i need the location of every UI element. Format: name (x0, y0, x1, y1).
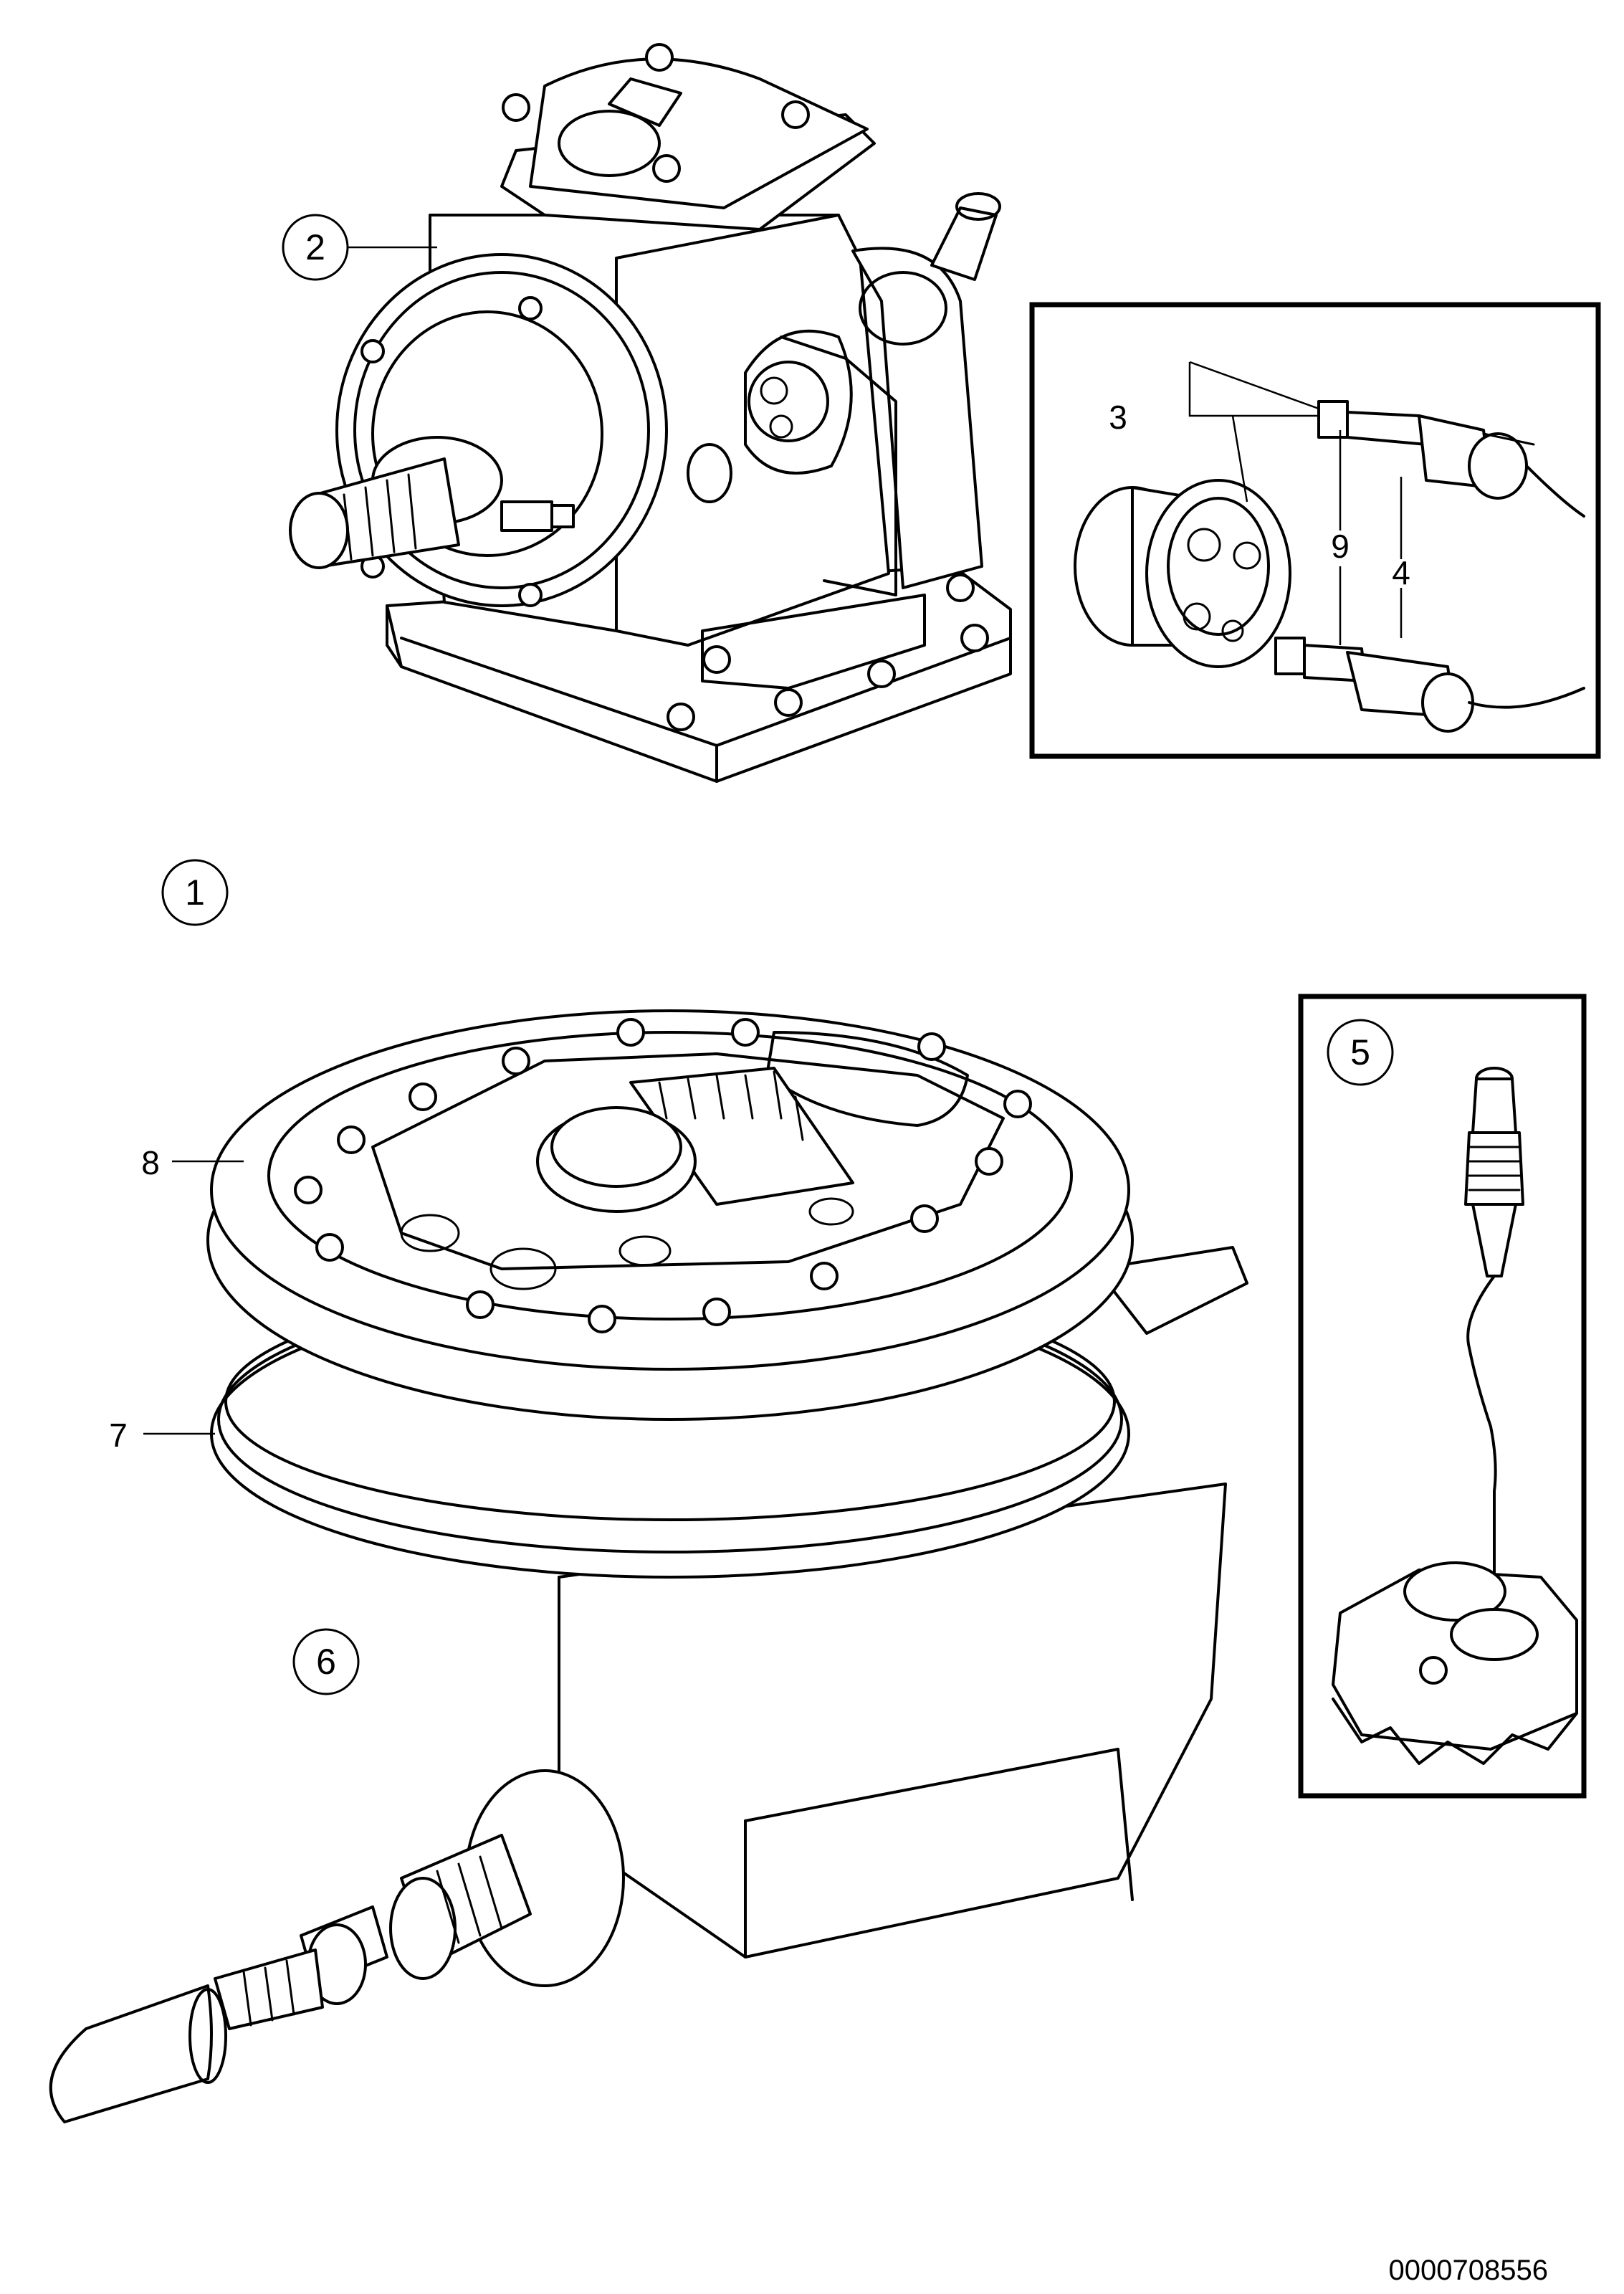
callout-5: 5 (1327, 1019, 1394, 1086)
callout-3: 3 (1109, 399, 1127, 436)
inset-frame-sensor (1298, 994, 1587, 1799)
callout-7: 7 (109, 1417, 128, 1454)
callout-8: 8 (141, 1144, 160, 1181)
svg-text:6: 6 (316, 1642, 336, 1682)
gearbox-assembly (289, 43, 1012, 783)
drive-unit (49, 1009, 1248, 2123)
svg-text:5: 5 (1350, 1032, 1370, 1072)
sensor-assembly (1332, 1067, 1578, 1765)
valve-assembly (1074, 400, 1585, 733)
callout-1: 1 (161, 859, 229, 926)
inset-frame-valve (1029, 302, 1601, 759)
svg-text:1: 1 (185, 872, 205, 913)
callout-4: 4 (1392, 554, 1410, 591)
callout-2: 2 (282, 214, 349, 281)
callout-9: 9 (1331, 528, 1350, 565)
svg-text:2: 2 (305, 227, 325, 267)
callout-6: 6 (292, 1628, 360, 1695)
drawing-id: 0000708556 (1389, 2255, 1548, 2286)
